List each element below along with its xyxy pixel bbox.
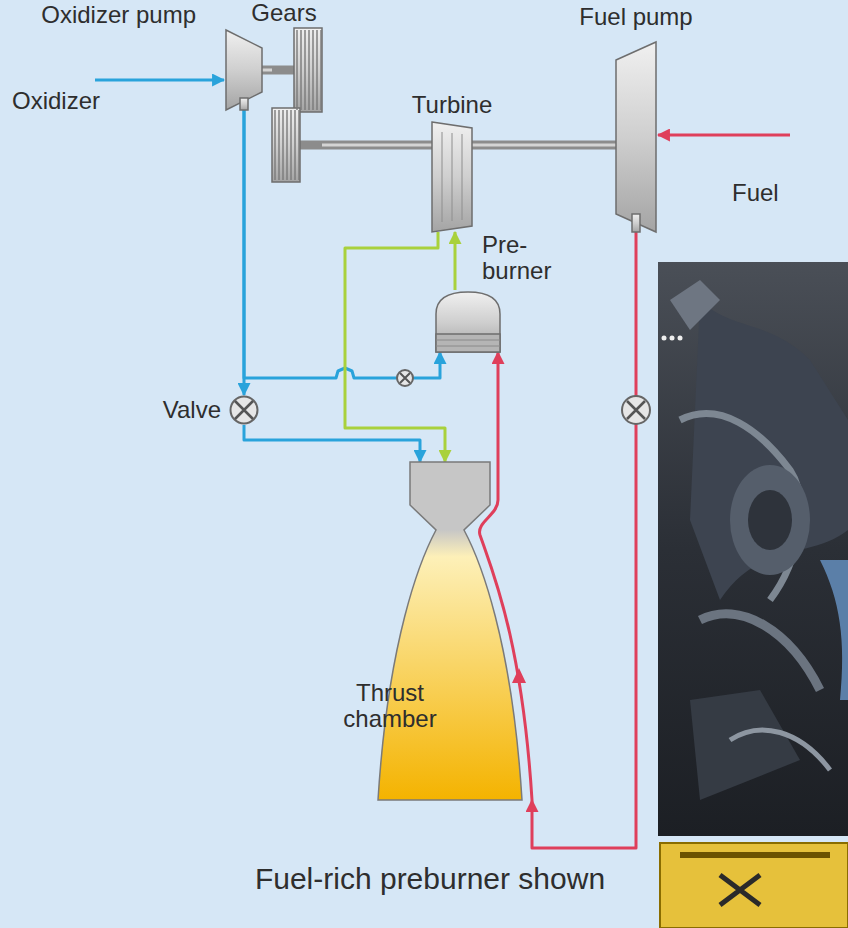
machine-outline xyxy=(616,42,656,232)
gear-set: Gears xyxy=(272,28,322,182)
flow-label: Oxidizer xyxy=(12,88,100,114)
oxidizer-inflow-arrow xyxy=(95,79,224,82)
machine-outline xyxy=(240,98,248,110)
machine-outline xyxy=(272,108,300,182)
injector-band xyxy=(436,334,500,352)
node-shape xyxy=(432,122,472,232)
node-label: Fuel pump xyxy=(579,4,692,30)
valve: Valve xyxy=(229,395,259,425)
gear-teeth xyxy=(275,30,321,180)
shaft-stub xyxy=(272,66,294,75)
drive-shaft xyxy=(322,141,432,150)
cooling-flow-arrow xyxy=(512,668,526,683)
node-shape xyxy=(616,42,656,232)
figure-caption: Fuel-rich preburner shown xyxy=(255,862,605,895)
drive-shaft xyxy=(262,66,272,75)
valve-symbol xyxy=(231,397,258,424)
node-label: Thrust chamber xyxy=(330,680,450,732)
turbine: Turbine xyxy=(432,122,472,232)
yellow-plaque xyxy=(660,843,848,928)
chamber-outline xyxy=(378,462,522,800)
node-label: Pre- burner xyxy=(482,232,562,284)
node-shape xyxy=(229,395,259,425)
fuel-pump: Fuel pump xyxy=(616,42,656,232)
fuel-valve xyxy=(622,396,650,424)
thrust-chamber: Thrust chamber xyxy=(376,462,560,800)
shaft-highlight xyxy=(262,69,272,72)
node-shape xyxy=(430,290,506,352)
flow-line xyxy=(244,425,420,462)
machine-outline xyxy=(226,30,262,110)
node-label: Turbine xyxy=(412,92,492,118)
node-label: Gears xyxy=(251,0,316,26)
node-label: Oxidizer pump xyxy=(41,2,196,28)
engine-photo xyxy=(658,262,848,836)
machine-outline xyxy=(436,292,500,352)
node-shape xyxy=(272,28,322,182)
node-label: Valve xyxy=(163,397,221,423)
turbine-blades xyxy=(442,132,462,222)
machine-outline xyxy=(294,28,322,112)
oxidizer-pump: Oxidizer pump xyxy=(226,30,262,110)
shaft-stub xyxy=(300,141,322,150)
shaft-highlight xyxy=(322,144,432,147)
node-shape xyxy=(226,30,262,110)
machine-outline xyxy=(432,122,472,232)
flow-line xyxy=(454,232,457,290)
machine-outline xyxy=(632,214,640,232)
node-shape xyxy=(376,462,560,800)
drive-shaft xyxy=(472,141,616,150)
preburner-oxidizer-valve xyxy=(397,370,413,386)
fuel-inflow-arrow xyxy=(658,134,790,137)
injector-lines xyxy=(436,340,500,346)
preburner: Pre- burner xyxy=(430,290,506,352)
shaft-highlight xyxy=(472,144,616,147)
flow-line xyxy=(532,232,636,848)
flow-line xyxy=(497,352,500,462)
flow-line xyxy=(345,232,445,462)
flow-label: Fuel xyxy=(732,180,779,206)
valve-cross xyxy=(235,401,253,419)
